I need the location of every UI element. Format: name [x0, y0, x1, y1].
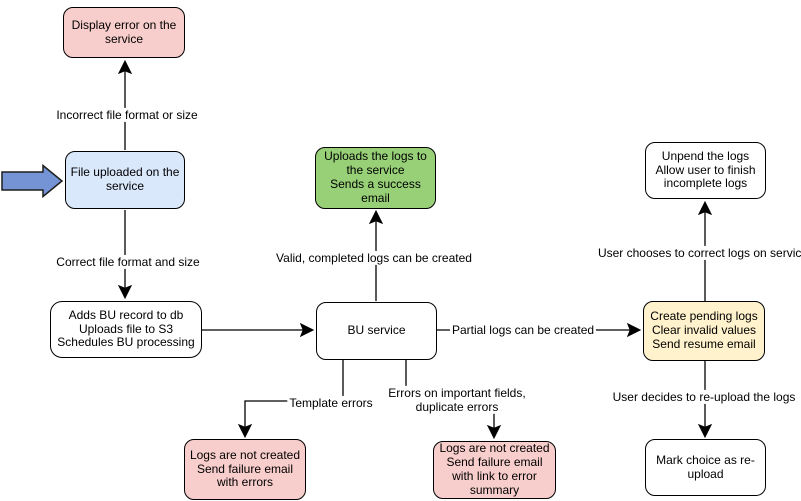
node-logs-not-created-errors: Logs are not created Send failure email … — [184, 439, 306, 500]
node-uploads-logs-label: Uploads the logs to the service Sends a … — [324, 149, 427, 205]
node-display-error-label: Display error on the service — [71, 17, 177, 46]
node-file-uploaded-label: File uploaded on the service — [70, 165, 180, 193]
node-mark-choice-label: Mark choice as re- upload — [656, 452, 755, 481]
node-adds-bu-record: Adds BU record to db Uploads file to S3 … — [50, 301, 202, 358]
edge-label-valid-completed: Valid, completed logs can be created — [274, 250, 474, 266]
node-mark-choice: Mark choice as re- upload — [645, 439, 766, 496]
edge-label-errors-important: Errors on important fields, duplicate er… — [385, 385, 529, 415]
edge-label-partial-logs: Partial logs can be created — [449, 322, 597, 338]
node-logs-not-created-summary-label: Logs are not created Send failure email … — [439, 441, 550, 497]
edge-label-user-chooses: User chooses to correct logs on service — [595, 245, 801, 261]
edge-label-user-decides: User decides to re-upload the logs — [610, 389, 798, 405]
edge-label-correct-file: Correct file format and size — [54, 254, 202, 270]
node-create-pending-label: Create pending logs Clear invalid values… — [650, 309, 758, 351]
entry-arrow-icon — [1, 163, 64, 199]
node-bu-service: BU service — [316, 302, 437, 360]
node-logs-not-created-summary: Logs are not created Send failure email … — [433, 441, 556, 499]
node-create-pending: Create pending logs Clear invalid values… — [643, 301, 765, 361]
node-logs-not-created-errors-label: Logs are not created Send failure email … — [189, 447, 301, 490]
node-bu-service-label: BU service — [347, 323, 406, 338]
node-unpend-logs: Unpend the logs Allow user to finish inc… — [645, 142, 766, 199]
node-unpend-logs-label: Unpend the logs Allow user to finish inc… — [655, 148, 756, 191]
node-adds-bu-record-label: Adds BU record to db Uploads file to S3 … — [57, 307, 195, 350]
edge-label-template-errors: Template errors — [287, 395, 375, 411]
node-uploads-logs: Uploads the logs to the service Sends a … — [315, 147, 436, 209]
edge-label-incorrect-file: Incorrect file format or size — [54, 107, 200, 123]
node-display-error: Display error on the service — [63, 7, 185, 58]
node-file-uploaded: File uploaded on the service — [65, 151, 185, 209]
